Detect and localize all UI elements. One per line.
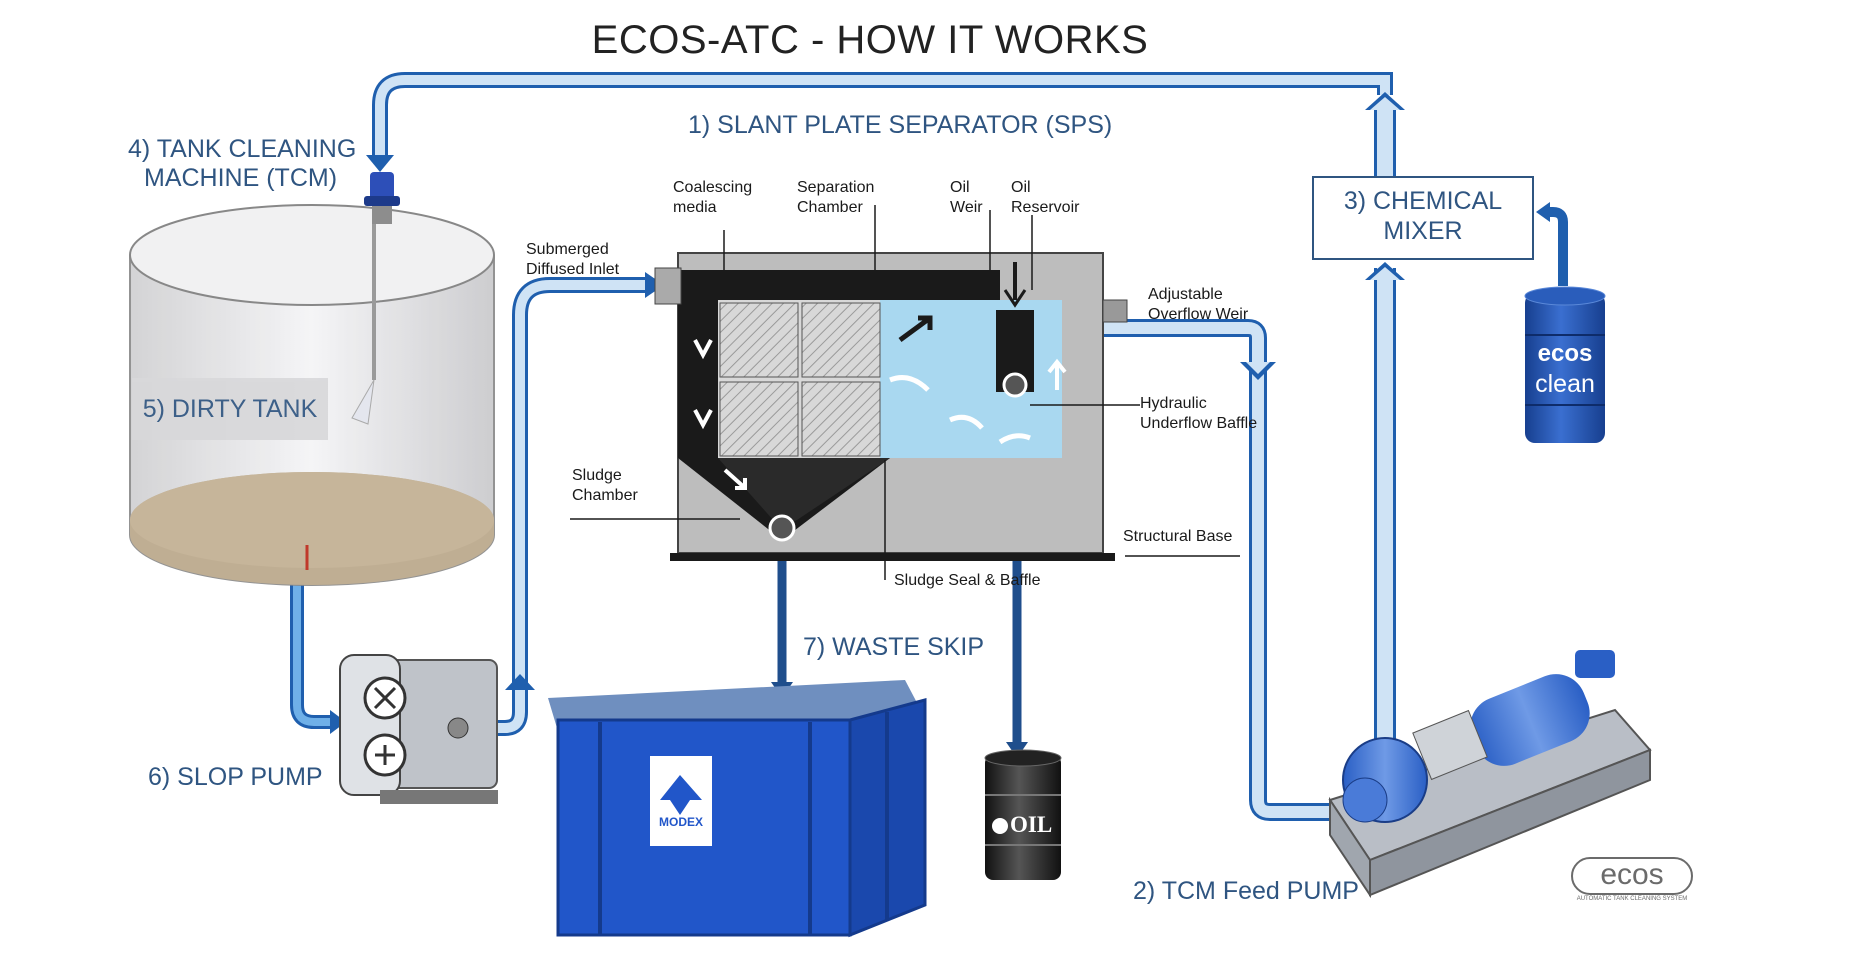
label-tcm-line2: MACHINE (TCM) (144, 164, 338, 192)
waste-skip-icon (548, 680, 927, 938)
drum-brand-text: ecos (1537, 340, 1593, 367)
callout-structural-base: Structural Base (1123, 528, 1233, 545)
skip-brand-text: MODEX (658, 815, 703, 829)
callout-overflow-2: Overflow Weir (1148, 306, 1249, 323)
callout-coalescing-1: Coalescing (673, 179, 753, 196)
label-feed-pump: 2) TCM Feed PUMP (1133, 877, 1359, 905)
callout-coalescing-2: media (673, 199, 717, 216)
logo-tagline: AUTOMATIC TANK CLEANING SYSTEM (1576, 896, 1688, 902)
ecos-logo (1571, 857, 1693, 895)
pipe-pump-to-mixer (1365, 262, 1405, 745)
oil-drum-text: OIL (1010, 812, 1053, 837)
label-slop-pump: 6) SLOP PUMP (148, 763, 323, 791)
callout-baffle-2: Underflow Baffle (1140, 415, 1258, 432)
callout-overflow-1: Adjustable (1148, 286, 1223, 303)
pipe-mixer-up (1365, 92, 1405, 176)
pipe-return-to-tcm (366, 72, 1393, 172)
label-waste-skip: 7) WASTE SKIP (803, 633, 985, 661)
feed-pump-icon (1328, 650, 1652, 899)
logo-text: ecos (1600, 858, 1664, 891)
pipe-tank-to-slop-pump (290, 585, 346, 734)
label-mixer-line2: MIXER (1383, 217, 1463, 245)
label-tcm-line1: 4) TANK CLEANING (128, 135, 357, 163)
chemical-mixer-box: 3) CHEMICAL MIXER (1312, 176, 1534, 260)
callout-oil-weir-2: Weir (950, 199, 983, 216)
callout-oil-weir-1: Oil (950, 179, 970, 196)
callout-sludge-2: Chamber (572, 487, 638, 504)
drum-sub-text: clean (1535, 370, 1595, 398)
oil-drum-icon (984, 749, 1062, 880)
ecos-clean-drum-icon (1524, 286, 1606, 443)
tank-cleaning-machine-icon (364, 172, 400, 224)
pipe-slop-pump-to-sps (465, 272, 664, 736)
page-title: ECOS-ATC - HOW IT WORKS (591, 18, 1149, 62)
callout-sludge-1: Sludge (572, 467, 622, 484)
callout-separation-2: Chamber (797, 199, 863, 216)
callout-baffle-1: Hydraulic (1140, 395, 1207, 412)
callout-oil-reservoir-2: Reservoir (1011, 199, 1080, 216)
callout-sludge-seal: Sludge Seal & Baffle (894, 572, 1041, 589)
label-sps: 1) SLANT PLATE SEPARATOR (SPS) (688, 111, 1113, 139)
pipe-sps-to-feed-pump (1085, 319, 1360, 826)
slop-pump-icon (339, 654, 498, 804)
label-mixer-line1: 3) CHEMICAL (1343, 187, 1503, 215)
slant-plate-separator (570, 205, 1240, 580)
label-dirty-tank: 5) DIRTY TANK (132, 378, 328, 440)
pipe-chemical-dose (1536, 202, 1568, 286)
callout-inlet-2: Diffused Inlet (526, 261, 620, 278)
callout-inlet-1: Submerged (526, 241, 609, 258)
callout-separation-1: Separation (797, 179, 875, 196)
callout-oil-reservoir-1: Oil (1011, 179, 1031, 196)
